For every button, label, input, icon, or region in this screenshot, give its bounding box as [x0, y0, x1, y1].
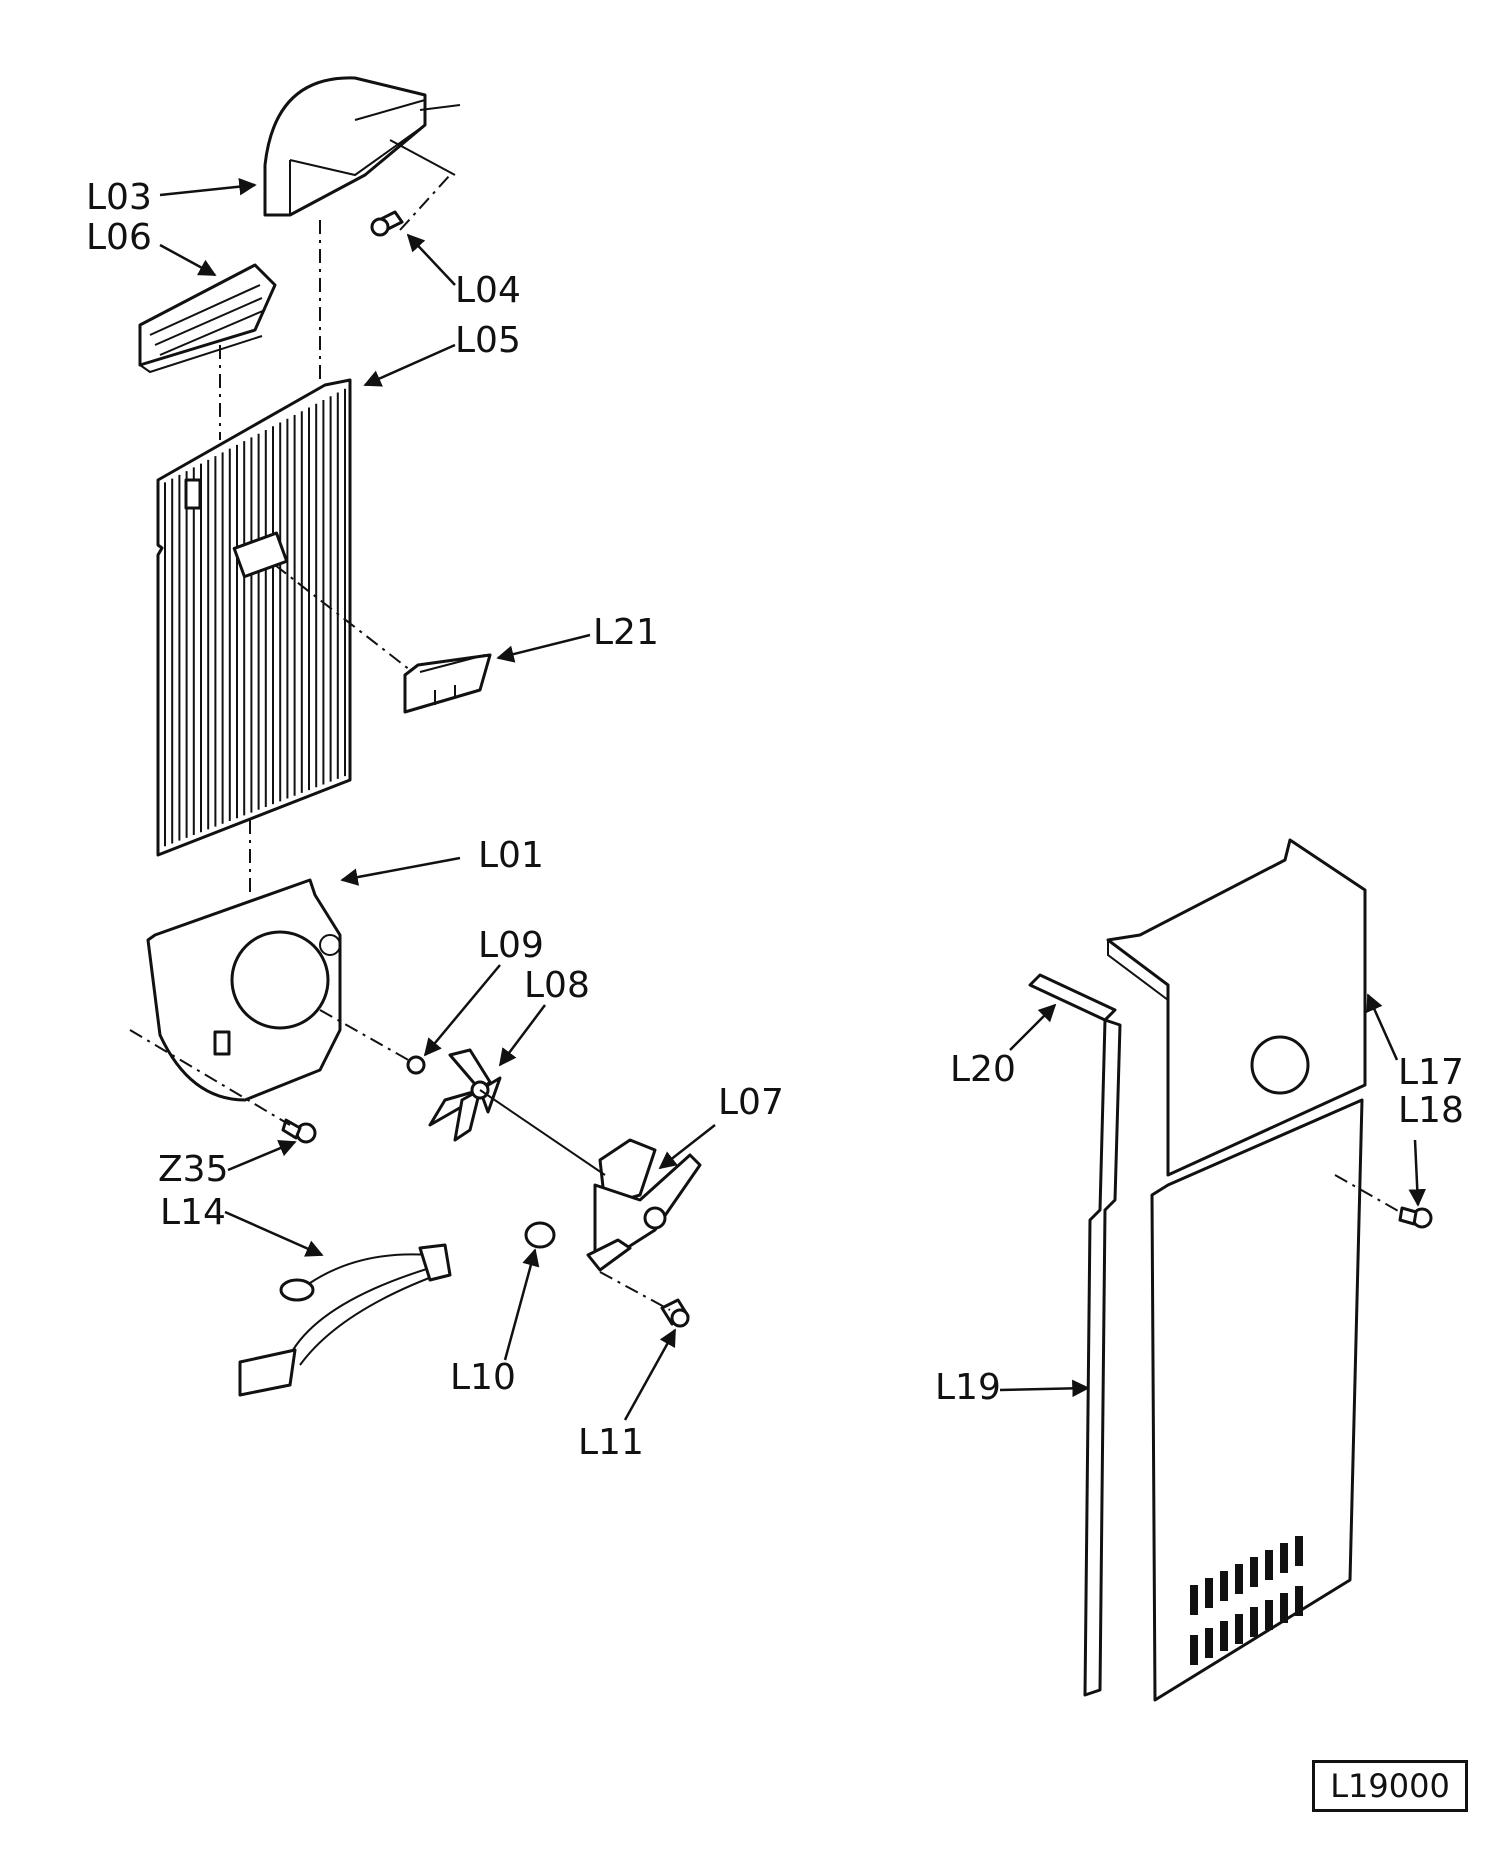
callout-l03: L03: [86, 177, 152, 218]
part-l09-nut: [406, 1055, 426, 1075]
callout-z35: Z35: [158, 1149, 229, 1190]
part-l01-fan-housing: [146, 878, 342, 1102]
callout-l20: L20: [950, 1049, 1016, 1090]
part-l07-motor: [586, 1138, 702, 1272]
part-l20-strip: [1028, 973, 1117, 1022]
callout-l09: L09: [478, 925, 544, 966]
part-l11-screw: [660, 1298, 690, 1328]
part-l06-bracket: [138, 263, 277, 374]
diagram-reference-number: L19000: [1312, 1760, 1468, 1812]
callout-l17: L17: [1398, 1052, 1464, 1093]
callout-l06: L06: [86, 217, 152, 258]
part-l08-fan-blade: [428, 1048, 502, 1142]
callout-l19: L19: [935, 1367, 1001, 1408]
callout-l18: L18: [1398, 1090, 1464, 1131]
part-l19-side-trim: [1083, 1018, 1122, 1697]
callout-l01: L01: [478, 835, 544, 876]
part-l18-screw: [1398, 1206, 1433, 1229]
callout-l08: L08: [524, 965, 590, 1006]
part-l10-grommet: [524, 1221, 556, 1249]
part-l17-panel: [1106, 838, 1367, 1702]
callout-l21: L21: [593, 612, 659, 653]
leader-lines: [159, 177, 1427, 1421]
callout-l14: L14: [160, 1192, 226, 1233]
alignment-lines: [129, 174, 1401, 1311]
part-l05-evaporator-cover: [156, 378, 352, 857]
callout-l04: L04: [455, 270, 521, 311]
callout-l11: L11: [578, 1422, 644, 1463]
callout-l10: L10: [450, 1357, 516, 1398]
callout-l05: L05: [455, 320, 521, 361]
callout-l07: L07: [718, 1082, 784, 1123]
part-l14-wire-harness: [238, 1243, 452, 1397]
part-l21-clip: [403, 653, 492, 714]
part-l04-screw: [370, 210, 404, 237]
part-l03-shroud: [263, 76, 461, 217]
